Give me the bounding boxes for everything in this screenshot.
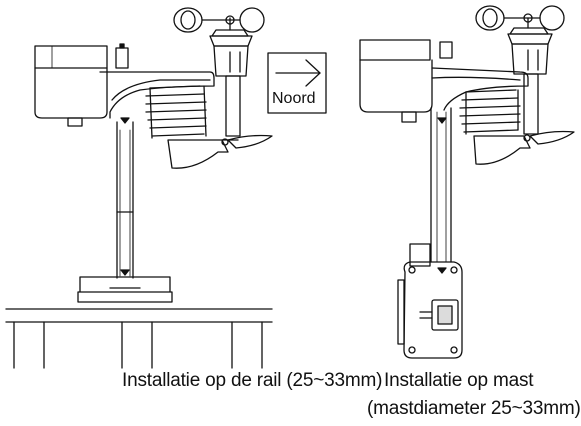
right-rain-gauge xyxy=(359,39,453,123)
left-wind-vane xyxy=(167,134,273,169)
left-pole xyxy=(116,117,134,279)
rail-installation-caption: Installatie op de rail (25~33mm) xyxy=(122,370,383,391)
left-radiation-shield xyxy=(145,85,207,139)
mast xyxy=(430,107,452,274)
right-weather-station xyxy=(359,5,575,359)
left-anemometer xyxy=(173,7,265,137)
rail xyxy=(5,308,273,369)
left-weather-station xyxy=(5,7,327,369)
mast-bracket xyxy=(397,243,463,359)
mast-installation-caption: Installatie op mast xyxy=(384,370,534,391)
left-rain-gauge xyxy=(34,43,129,127)
right-wind-vane xyxy=(473,130,575,165)
right-anemometer xyxy=(475,5,565,135)
north-indicator xyxy=(267,52,327,114)
rail-base-bracket xyxy=(77,276,173,303)
right-radiation-shield xyxy=(459,89,521,135)
north-label: Noord xyxy=(272,90,316,107)
mast-diameter-caption: (mastdiameter 25~33mm) xyxy=(367,398,581,419)
right-arm xyxy=(431,67,529,111)
